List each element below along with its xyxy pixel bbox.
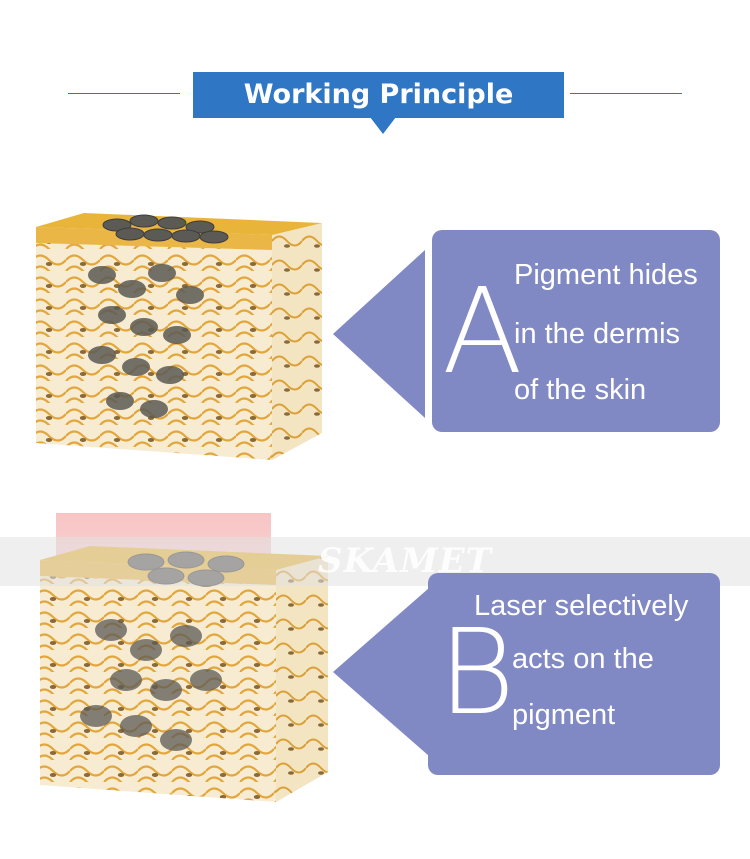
header-line-right <box>570 93 682 94</box>
callout-a: A Pigment hides in the dermis of the ski… <box>432 230 720 432</box>
callout-b-pointer <box>333 588 429 756</box>
callout-a-letter: A <box>442 262 523 400</box>
header-line-left <box>68 93 180 94</box>
callout-a-pointer <box>333 250 425 418</box>
callout-a-line-2: in the dermis <box>514 318 681 350</box>
callout-b-letter: B <box>438 603 516 741</box>
callout-b: B Laser selectively acts on the pigment <box>428 573 720 775</box>
callout-b-line-2: acts on the <box>512 643 654 675</box>
callout-b-line-1: Laser selectively <box>474 590 689 622</box>
callout-a-line-1: Pigment hides <box>514 259 698 291</box>
skin-cube-a <box>36 213 322 460</box>
title-pointer <box>370 117 396 134</box>
page-title: Working Principle <box>193 72 564 118</box>
callout-a-line-3: of the skin <box>514 374 647 406</box>
callout-b-line-3: pigment <box>512 699 616 731</box>
